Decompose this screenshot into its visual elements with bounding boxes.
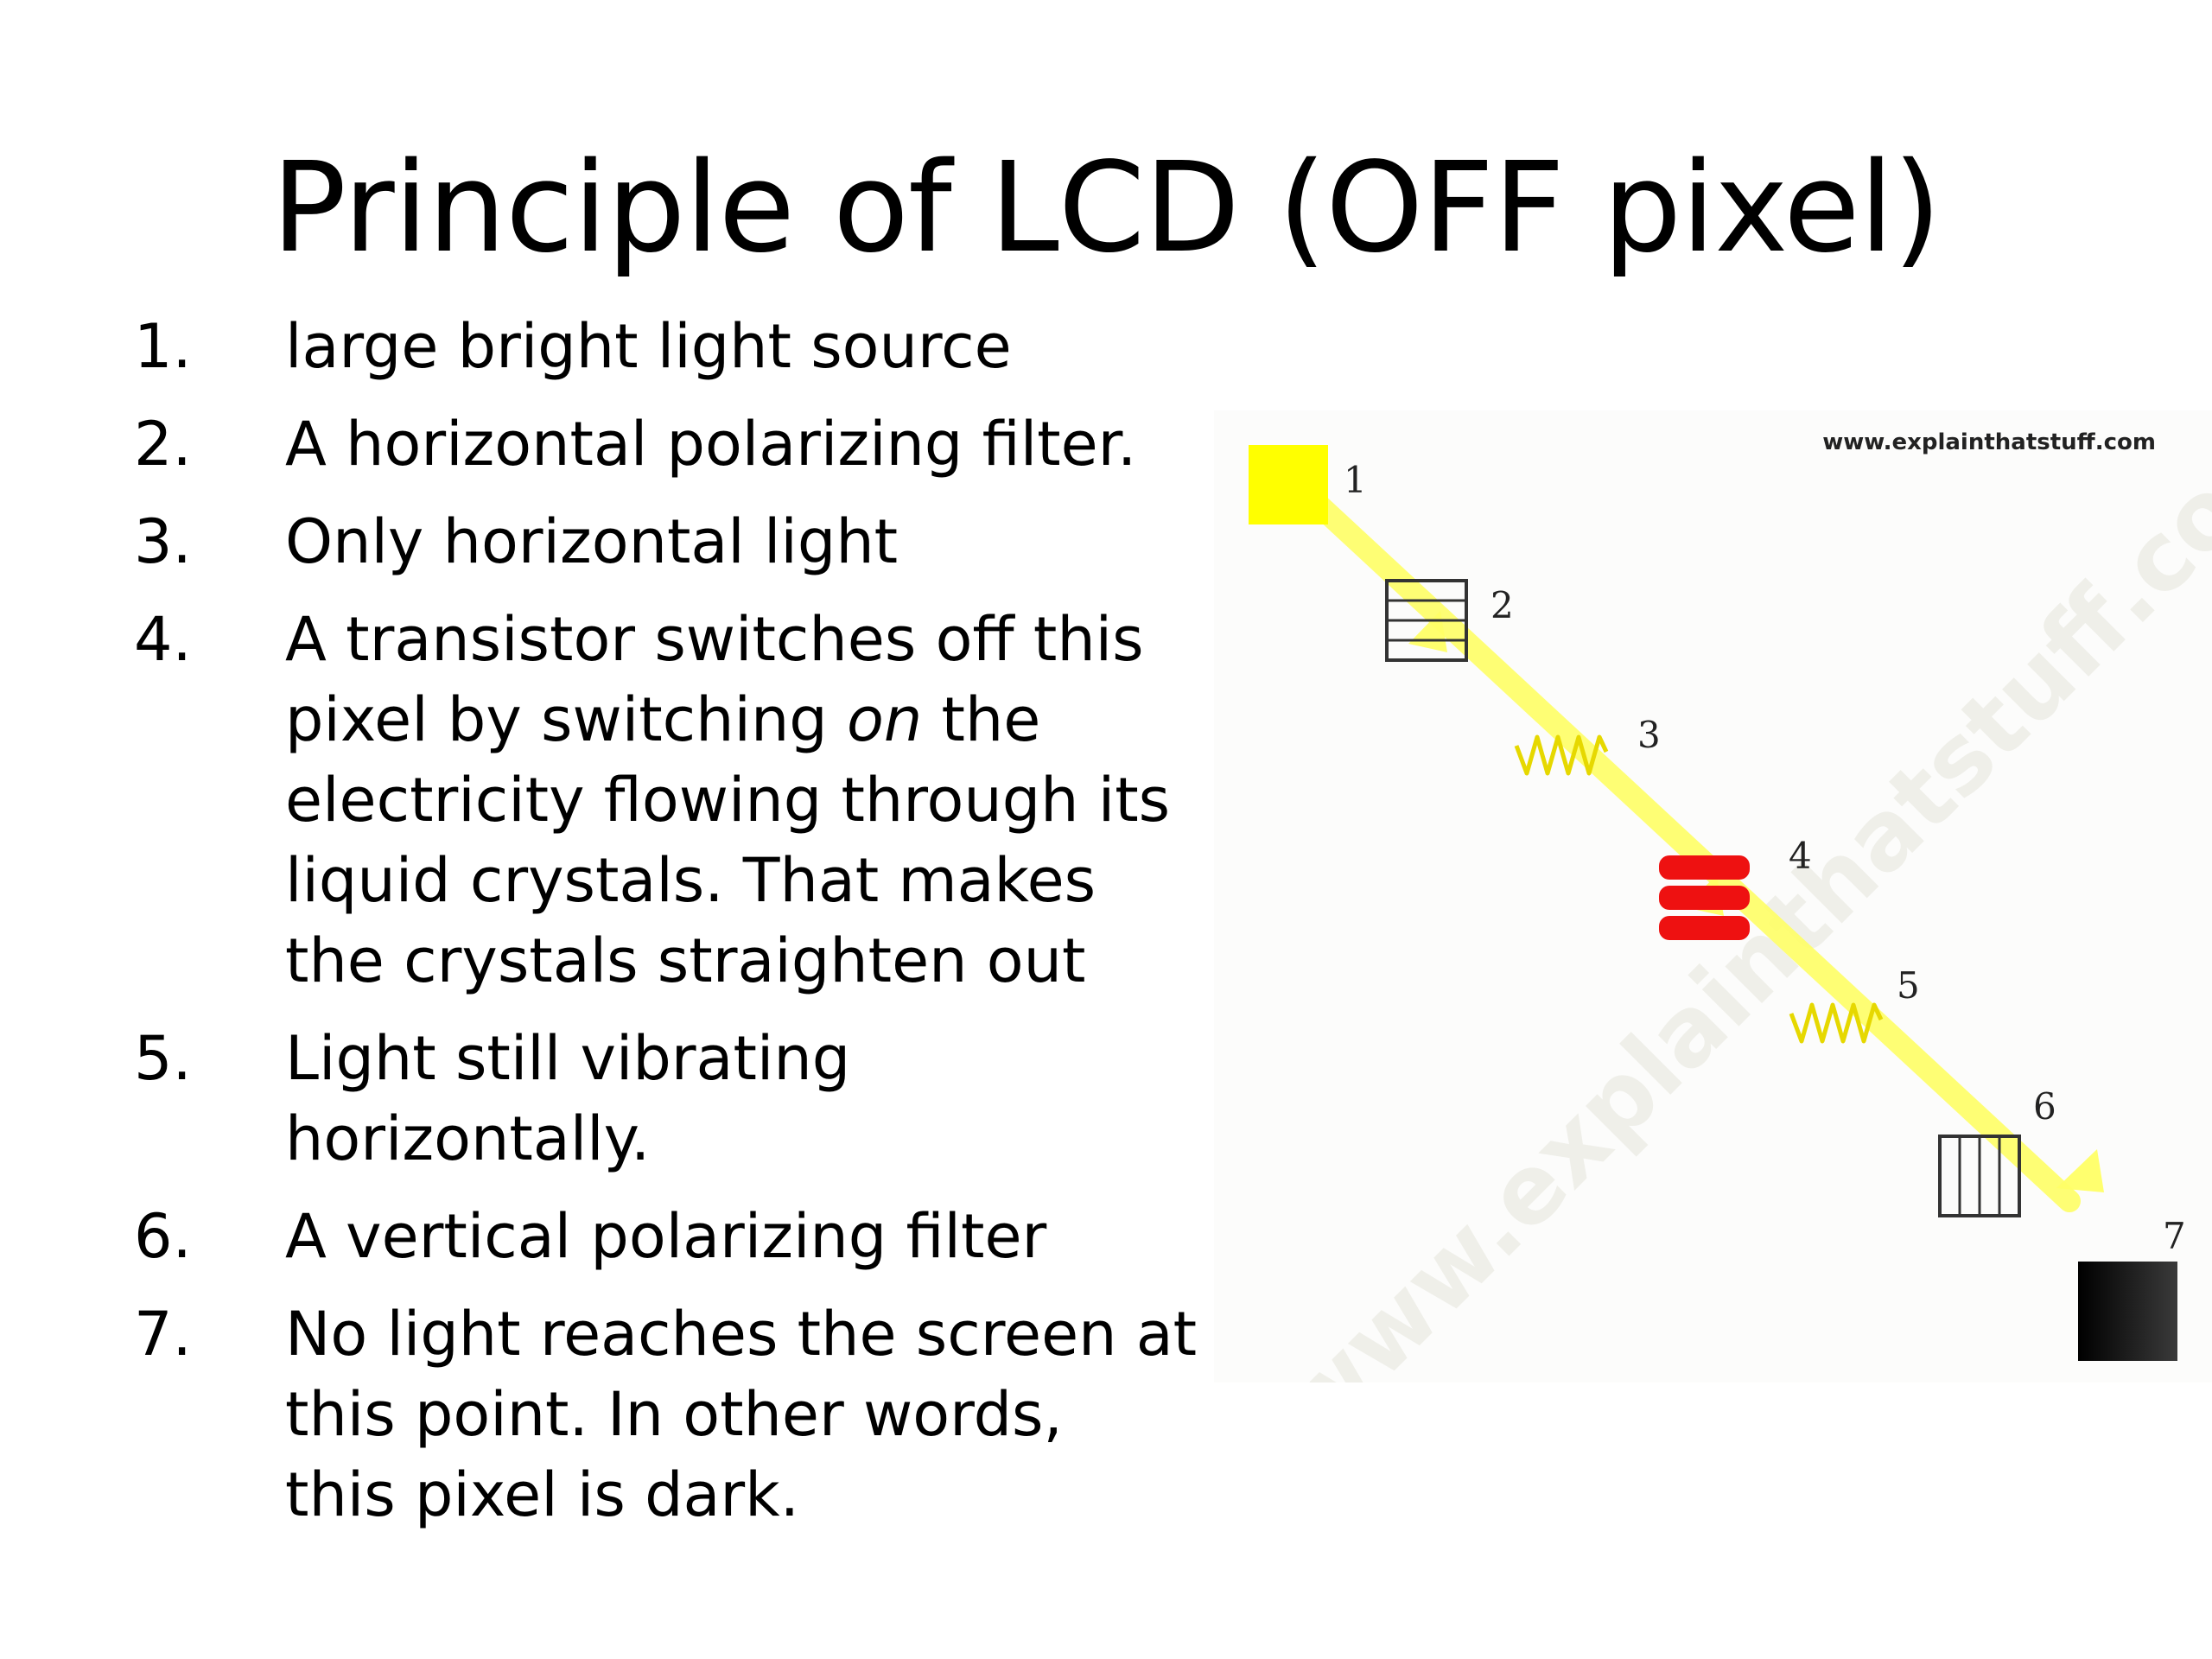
horizontal-wave-after-crystals (1789, 1002, 1884, 1044)
lcd-diagram-svg: www.explainthatstuff.com 1 2 3 (1249, 410, 2212, 1382)
diagram-label-5: 5 (1897, 964, 1920, 1007)
step-text: No light reaches the screen at (285, 1299, 1198, 1370)
step-text: horizontally. (285, 1103, 651, 1174)
step-number: 1. (134, 311, 192, 382)
step-text: liquid crystals. That makes (285, 845, 1096, 916)
horizontal-filter (1385, 579, 1468, 662)
step-number: 5. (134, 1023, 192, 1094)
list-item: 4. A transistor switches off this pixel … (134, 600, 1223, 1001)
step-text-with-emphasis: pixel by switching on the (285, 680, 1223, 760)
step-text: electricity flowing through its (285, 765, 1171, 836)
list-item: 2. A horizontal polarizing filter. (134, 404, 1223, 485)
diagram-label-6: 6 (2033, 1085, 2056, 1128)
diagram-label-3: 3 (1637, 714, 1661, 756)
step-text: Light still vibrating (285, 1023, 851, 1094)
light-beam (1285, 473, 2081, 1212)
emphasis-text: on (847, 684, 923, 755)
diagram-label-1: 1 (1344, 459, 1367, 501)
beam-arrowhead (2056, 1149, 2104, 1192)
list-item: 7. No light reaches the screen at this p… (134, 1294, 1223, 1535)
list-item: 5. Light still vibrating horizontally. (134, 1019, 1223, 1179)
vertical-filter (1938, 1135, 2021, 1217)
step-text: A transistor switches off this (285, 604, 1144, 675)
diagram-label-7: 7 (2163, 1215, 2186, 1257)
list-item: 1. large bright light source (134, 307, 1223, 387)
step-number: 7. (134, 1299, 192, 1370)
horizontal-wave (1514, 734, 1609, 776)
step-number: 3. (134, 506, 192, 577)
lcd-diagram: www.explainthatstuff.com 1 2 3 (1214, 410, 2212, 1382)
step-text: pixel by switching (285, 684, 847, 755)
list-item: 3. Only horizontal light (134, 502, 1223, 582)
light-source (1249, 445, 1328, 524)
step-number: 6. (134, 1201, 192, 1272)
step-text: A vertical polarizing filter (285, 1201, 1047, 1272)
slide-title: Principle of LCD (OFF pixel) (271, 135, 1942, 280)
step-number: 2. (134, 409, 192, 480)
dark-pixel (2078, 1262, 2177, 1361)
step-text: this pixel is dark. (285, 1459, 799, 1530)
diagram-label-4: 4 (1789, 835, 1812, 877)
steps-list: 1. large bright light source 2. A horizo… (134, 307, 1223, 1553)
diagram-label-2: 2 (1491, 584, 1514, 626)
step-text: the (922, 684, 1041, 755)
step-text: large bright light source (285, 311, 1012, 382)
step-text: A horizontal polarizing filter. (285, 409, 1137, 480)
liquid-crystals (1659, 855, 1750, 940)
step-number: 4. (134, 604, 192, 675)
list-item: 6. A vertical polarizing filter (134, 1197, 1223, 1277)
step-text: the crystals straighten out (285, 925, 1086, 996)
step-text: Only horizontal light (285, 506, 899, 577)
step-text: this point. In other words, (285, 1379, 1063, 1450)
credit-text: www.explainthatstuff.com (1822, 429, 2156, 455)
